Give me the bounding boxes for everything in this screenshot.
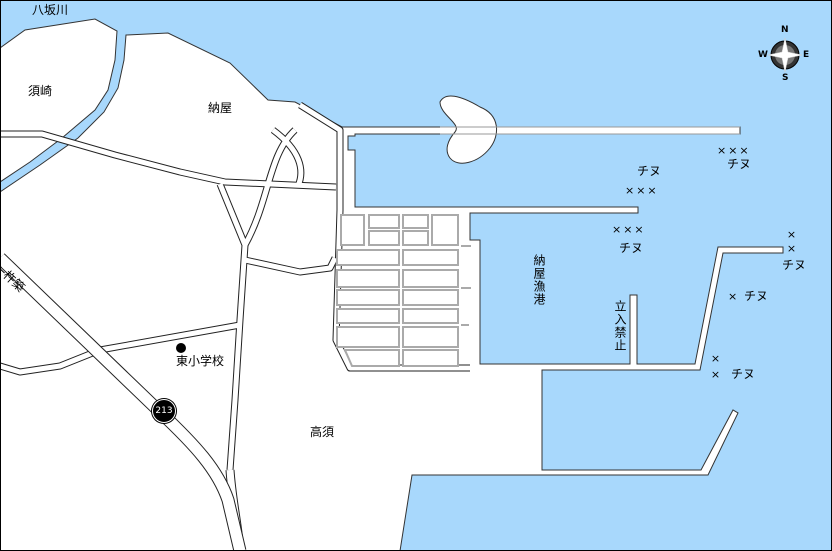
compass-s: S — [782, 73, 789, 83]
area-label-suzaki: 須崎 — [28, 84, 53, 98]
fishing-marks: × — [728, 290, 740, 303]
fish-label: チヌ — [637, 164, 662, 178]
area-label-takasu: 高須 — [310, 425, 335, 439]
river-label: 八坂川 — [32, 3, 69, 17]
fish-label: チヌ — [782, 258, 807, 272]
harbor-label: 納屋漁港 — [532, 254, 546, 306]
compass-rose-icon: N S E W — [757, 26, 813, 83]
harbor-blocks — [336, 214, 471, 367]
fishing-marks: ×× — [785, 228, 798, 256]
fishing-marks: ×× — [709, 352, 722, 384]
compass-w: W — [758, 50, 768, 60]
area-label-naya: 納屋 — [208, 101, 233, 115]
fishing-marks: ××× — [717, 144, 751, 157]
fish-label: チヌ — [731, 367, 756, 381]
fishing-marks: ××× — [612, 223, 646, 236]
fish-label: チヌ — [619, 241, 644, 255]
route-shield-icon: 213 — [152, 399, 176, 423]
island — [439, 95, 498, 164]
school-marker-icon — [176, 343, 186, 353]
no-entry-label: 立入禁止 — [613, 300, 627, 352]
school-label: 東小学校 — [176, 354, 225, 368]
compass-n: N — [781, 25, 789, 35]
fish-label: チヌ — [744, 289, 769, 303]
compass-e: E — [803, 50, 810, 60]
fish-label: チヌ — [727, 157, 752, 171]
land-suzaki — [0, 18, 118, 183]
fishing-marks: ××× — [625, 184, 659, 197]
